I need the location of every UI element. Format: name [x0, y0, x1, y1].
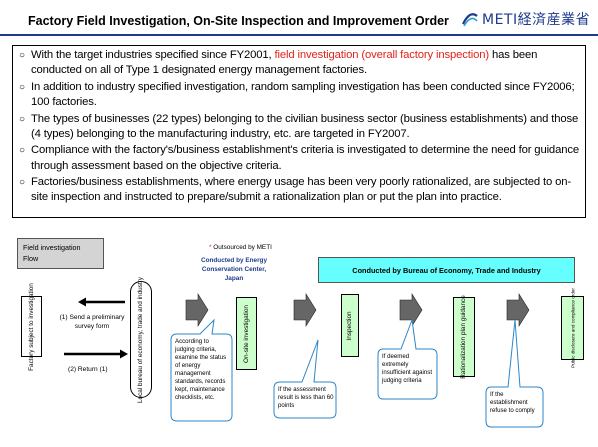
outsourced-star: * [209, 244, 212, 251]
callout-assessment-text: If the assessment result is less than 60… [278, 386, 334, 409]
rationalization-box: Rationalization plan guidance [453, 295, 475, 379]
outsourced-note: * Outsourced by METI [209, 244, 272, 251]
logo-text: METI経済産業省 [482, 12, 591, 28]
callout-deemed-shape [377, 319, 438, 400]
flow-title-line2: Flow [23, 254, 39, 263]
callout-criteria-shape [170, 318, 233, 422]
public-disclosure-box: Public disclosure and compliance order [561, 288, 584, 368]
bullet-highlight: field investigation (overall factory ins… [274, 49, 490, 61]
flow-arrow [293, 292, 317, 328]
flow-arrow [185, 292, 209, 328]
bullet-text: Factories/business establishments, where… [31, 176, 572, 204]
local-bureau-label: Local bureau of economy, trade and indus… [137, 276, 144, 403]
bullet-marker: ○ [19, 113, 25, 125]
onsite-investigation-label: On-site investigation [242, 304, 250, 363]
factory-subject-label: Factory subject to investigation [27, 282, 35, 371]
inspection-box: Inspection [341, 294, 359, 357]
bullet-marker: ○ [19, 145, 25, 157]
local-bureau-box: Local bureau of economy, trade and indus… [130, 277, 152, 403]
summary-box: ○ With the target industries specified si… [12, 45, 586, 218]
rationalization-label: Rationalization plan guidance [460, 295, 467, 379]
page-title: Factory Field Investigation, On-Site Ins… [28, 14, 449, 28]
bureau-banner: Conducted by Bureau of Economy, Trade an… [318, 257, 575, 283]
callout-criteria-text: According to judging criteria, examine t… [175, 338, 227, 401]
bullet-marker: ○ [19, 177, 25, 189]
send-arrow [78, 297, 125, 307]
bullet-item: ○ Factories/business establishments, wher… [19, 175, 581, 206]
energy-center-label: Conducted by Energy Conservation Center,… [200, 257, 268, 282]
bullet-item: ○ The types of businesses (22 types) belo… [19, 112, 581, 143]
bullet-marker: ○ [19, 50, 25, 61]
callout-deemed-text: If deemed extremely insufficient against… [382, 353, 433, 384]
onsite-investigation-box: On-site investigation [236, 297, 257, 370]
bullet-text-tail: has been conducted on all of Type 1 desi… [31, 49, 538, 77]
bullet-text: The types of businesses (22 types) belon… [31, 112, 579, 140]
meti-logo-icon [462, 13, 478, 27]
outsourced-text: Outsourced by METI [211, 244, 272, 251]
bullet-marker: ○ [19, 81, 25, 93]
inspection-label: Inspection [346, 310, 353, 341]
bullet-item: ○ With the target industries specified si… [19, 48, 581, 79]
return-label: (2) Return (1) [68, 366, 108, 373]
bullet-item: ○ In addition to industry specified inves… [19, 80, 581, 111]
factory-subject-box: Factory subject to investigation [21, 283, 42, 370]
flow-title-box: Field investigation Flow [17, 238, 104, 269]
flow-arrow [399, 292, 423, 328]
title-divider [0, 34, 598, 36]
callout-refuse-text: If the establishment refuse to comply [490, 391, 535, 414]
send-survey-label: (1) Send a preliminary survey form [59, 314, 125, 330]
flow-arrow [506, 292, 530, 328]
bullet-item: ○ Compliance with the factory's/business … [19, 143, 581, 174]
return-arrow [64, 349, 128, 359]
bullet-text: Compliance with the factory's/business e… [31, 144, 579, 172]
public-disclosure-label: Public disclosure and compliance order [569, 288, 575, 368]
callout-refuse-shape [485, 319, 544, 428]
meti-logo: METI経済産業省 [461, 10, 590, 28]
bullet-text: In addition to industry specified invest… [31, 80, 575, 109]
callout-assessment-shape [273, 339, 337, 419]
flow-title-line1: Field investigation [23, 243, 81, 252]
bullet-text: With the target industries specified sin… [31, 49, 275, 61]
